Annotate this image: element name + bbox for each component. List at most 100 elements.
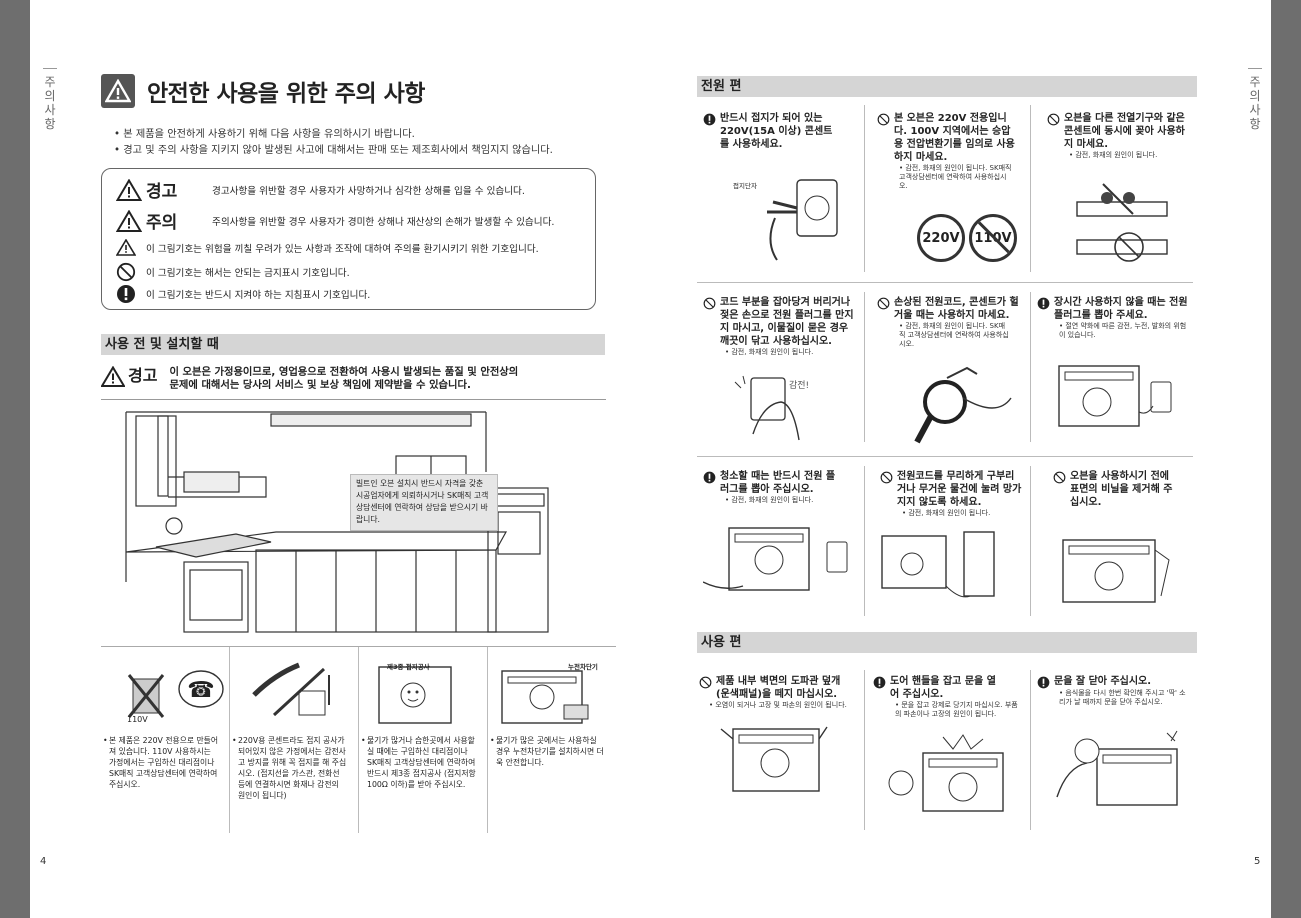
page-title: 안전한 사용을 위한 주의 사항 <box>147 81 425 107</box>
prohibit-icon <box>699 676 712 689</box>
power-item: 코드 부분을 잡아당겨 버리거나 젖은 손으로 전원 플러그를 만지지 마시고,… <box>703 296 863 441</box>
power-item: 반드시 접지가 되어 있는 220V(15A 이상) 콘센트를 사용하세요. 접… <box>703 112 858 261</box>
prohibit-icon <box>116 262 136 282</box>
section-bar-power: 전원 편 <box>697 76 1197 97</box>
unplugged-oven-illustration <box>1058 365 1172 427</box>
grid-divider <box>864 105 865 272</box>
use-item-title: 제품 내부 벽면의 도파관 덮개 (운색패널)을 떼지 마십시오. <box>716 676 841 700</box>
power-item-title: 전원코드를 무리하게 구부리거나 무거운 물건에 눌려 망가지지 않도록 하세요… <box>897 471 1022 508</box>
oven-grounding-illustration <box>378 666 452 724</box>
legend-prohibit-row: 이 그림기호는 해서는 안되는 금지표시 기호입니다. <box>116 262 350 282</box>
grid-divider <box>697 282 1193 283</box>
use-item: 제품 내부 벽면의 도파관 덮개 (운색패널)을 떼지 마십시오. 오염이 되거… <box>699 675 864 792</box>
legend-warning-text: 경고사항을 위반할 경우 사용자가 사망하거나 심각한 상해를 입을 수 있습니… <box>212 185 525 197</box>
mandatory-icon <box>873 676 886 689</box>
prohibit-icon <box>880 471 893 484</box>
use-item: 도어 핸들을 잡고 문을 열어 주십시오. 문을 잡고 강제로 당기지 마십시오… <box>873 675 1028 812</box>
warning-triangle-icon <box>101 74 135 108</box>
note-image-label: 누전차단기 <box>568 663 598 671</box>
legend-prohibit-text: 이 그림기호는 해서는 안되는 금지표시 기호입니다. <box>146 268 350 279</box>
note-text: 물기가 많거나 습한곳에서 사용할실 때에는 구입하신 대리점이나 SK매직 고… <box>361 735 477 790</box>
legend-warning-label: 경고 <box>146 182 178 202</box>
warning-triangle-icon <box>101 366 125 387</box>
crushed-cord-illustration <box>881 531 995 598</box>
note-text: 220V용 콘센트라도 접지 공사가 되어있지 않은 가정에서는 감전사고 방지… <box>232 735 348 801</box>
grid-divider <box>864 670 865 830</box>
power-item-title: 반드시 접지가 되어 있는 220V(15A 이상) 콘센트를 사용하세요. <box>720 113 833 150</box>
power-item-title: 본 오븐은 220V 전용입니다. 100V 지역에서는 승압용 전압변환기를 … <box>894 113 1015 163</box>
warning-triangle-icon <box>116 239 136 256</box>
door-handle-illustration <box>888 734 1004 812</box>
legend-triangle-text: 이 그림기호는 위험을 끼칠 우려가 있는 사항과 조작에 대하여 주의를 환기… <box>146 243 539 255</box>
cleaning-oven-illustration <box>703 527 848 591</box>
power-item-image-label: 감전! <box>789 381 810 391</box>
note-cell: 누전차단기 물기가 많은 곳에서는 사용하실 경우 누전차단기를 설치하시면 더… <box>488 647 616 833</box>
power-item: 오븐을 사용하시기 전에 표면의 비닐을 제거해 주십시오. <box>1053 470 1198 603</box>
wet-hand-plug-illustration <box>734 375 800 441</box>
power-item-note: 절연 약화에 따른 감전, 누전, 발화의 위험이 있습니다. <box>1059 322 1189 340</box>
note-image-label: 제3종 접지공사 <box>387 663 430 671</box>
grounding-plug-illustration <box>252 662 330 717</box>
prohibit-icon <box>703 297 716 310</box>
warning-triangle-icon <box>116 178 142 201</box>
side-tab-left: 주의 사항 <box>43 68 57 131</box>
section-warning: 경고 이 오븐은 가정용이므로, 영업용으로 전환하여 사용시 발생되는 품질 … <box>101 366 529 392</box>
power-item-note: 감전, 화재의 원인이 됩니다. <box>1069 151 1197 160</box>
power-item: 오븐을 다른 전열기구와 같은 콘센트에 동시에 꽂아 사용하지 마세요. 감전… <box>1047 112 1197 262</box>
legend-triangle-row: 이 그림기호는 위험을 끼칠 우려가 있는 사항과 조작에 대하여 주의를 환기… <box>116 239 539 256</box>
power-item-title: 손상된 전원코드, 콘센트가 헐거울 때는 사용하지 마세요. <box>894 297 1019 321</box>
use-item-note: 오염이 되거나 고장 및 파손의 원인이 됩니다. <box>709 701 864 710</box>
power-item-title: 오븐을 다른 전열기구와 같은 콘센트에 동시에 꽂아 사용하지 마세요. <box>1064 113 1185 150</box>
power-item-title: 코드 부분을 잡아당겨 버리거나 젖은 손으로 전원 플러그를 만지지 마시고,… <box>720 297 854 347</box>
power-item: 본 오븐은 220V 전용입니다. 100V 지역에서는 승압용 전압변환기를 … <box>877 112 1027 262</box>
power-item-image-label: 접지단자 <box>733 182 757 190</box>
legend-caution-row: 주의 주의사항을 위반할 경우 사용자가 경미한 상해나 재산상의 손해가 발생… <box>116 208 554 233</box>
power-item: 손상된 전원코드, 콘센트가 헐거울 때는 사용하지 마세요. 감전, 화재의 … <box>877 296 1027 444</box>
note-cell: 220V용 콘센트라도 접지 공사가 되어있지 않은 가정에서는 감전사고 방지… <box>230 647 359 833</box>
mandatory-icon <box>117 285 135 303</box>
prohibit-icon <box>1047 113 1060 126</box>
left-gray-margin <box>0 0 30 918</box>
damaged-cord-illustration <box>914 366 1012 444</box>
side-tab-right: 주의 사항 <box>1248 68 1262 131</box>
svg-text:☎: ☎ <box>187 678 214 703</box>
grid-divider <box>1030 670 1031 830</box>
note-text: 본 제품은 220V 전용으로 만들어져 있습니다. 110V 사용하시는 가정… <box>103 735 219 790</box>
power-item: 전원코드를 무리하게 구부리거나 무거운 물건에 눌려 망가지지 않도록 하세요… <box>880 470 1030 598</box>
section-warning-text: 이 오븐은 가정용이므로, 영업용으로 전환하여 사용시 발생되는 품질 및 안… <box>169 366 519 391</box>
voltage-110-badge: 110V <box>969 214 1017 262</box>
prohibit-icon <box>877 297 890 310</box>
mandatory-icon <box>1037 676 1050 689</box>
grid-divider <box>1030 105 1031 272</box>
use-item-note: 음식물을 다시 한번 확인해 주시고 '딱' 소리가 날 때까지 문을 닫아 주… <box>1059 689 1189 707</box>
note-image-label: 110V <box>127 715 148 724</box>
divider <box>101 399 606 400</box>
installation-note-bubble: 빌트인 오븐 설치시 반드시 자격을 갖춘 시공업자에게 의뢰하시거나 SK매직… <box>350 474 498 531</box>
section-warning-label: 경고 <box>128 366 158 385</box>
section-bar-use: 사용 편 <box>697 632 1197 653</box>
legend-caution-text: 주의사항을 위반할 경우 사용자가 경미한 상해나 재산상의 손해가 발생할 수… <box>212 216 555 228</box>
page-number-right: 5 <box>1254 856 1261 867</box>
grid-divider <box>1030 466 1031 616</box>
note-cell: 제3종 접지공사 물기가 많거나 습한곳에서 사용할실 때에는 구입하신 대리점… <box>359 647 488 833</box>
power-item-title: 오븐을 사용하시기 전에 표면의 비닐을 제거해 주십시오. <box>1070 471 1173 508</box>
oven-breaker-illustration <box>501 670 589 724</box>
legend-caution-label: 주의 <box>146 213 178 233</box>
voltage-220-badge: 220V <box>917 214 965 262</box>
grid-divider <box>864 466 865 616</box>
power-item: 청소할 때는 반드시 전원 플러그를 뽑아 주십시오. 감전, 화재의 원인이 … <box>703 470 863 591</box>
grid-divider <box>697 456 1193 457</box>
grounded-outlet-illustration <box>767 179 838 261</box>
power-item: 장시간 사용하지 않을 때는 전원 플러그를 뽑아 주세요. 절연 약화에 따른… <box>1037 296 1197 427</box>
legend-warning-row: 경고 경고사항을 위반할 경우 사용자가 사망하거나 심각한 상해를 입을 수 … <box>116 177 525 202</box>
power-item-note: 감전, 화재의 원인이 됩니다. <box>902 509 1030 518</box>
note-cell: ☎ 110V 본 제품은 220V 전용으로 만들어져 있습니다. 110V 사… <box>101 647 230 833</box>
left-page: 안전한 사용을 위한 주의 사항 본 제품을 안전하게 사용하기 위해 다음 사… <box>96 0 616 918</box>
mandatory-icon <box>703 471 716 484</box>
right-gray-margin <box>1271 0 1301 918</box>
use-item: 문을 잘 닫아 주십시오. 음식물을 다시 한번 확인해 주시고 '딱' 소리가… <box>1037 675 1197 806</box>
waveguide-cover-illustration <box>720 726 828 792</box>
use-item-title: 도어 핸들을 잡고 문을 열어 주십시오. <box>890 676 996 700</box>
intro-bullet: 본 제품을 안전하게 사용하기 위해 다음 사항을 유의하시기 바랍니다. <box>114 127 553 143</box>
mandatory-icon <box>703 113 716 126</box>
